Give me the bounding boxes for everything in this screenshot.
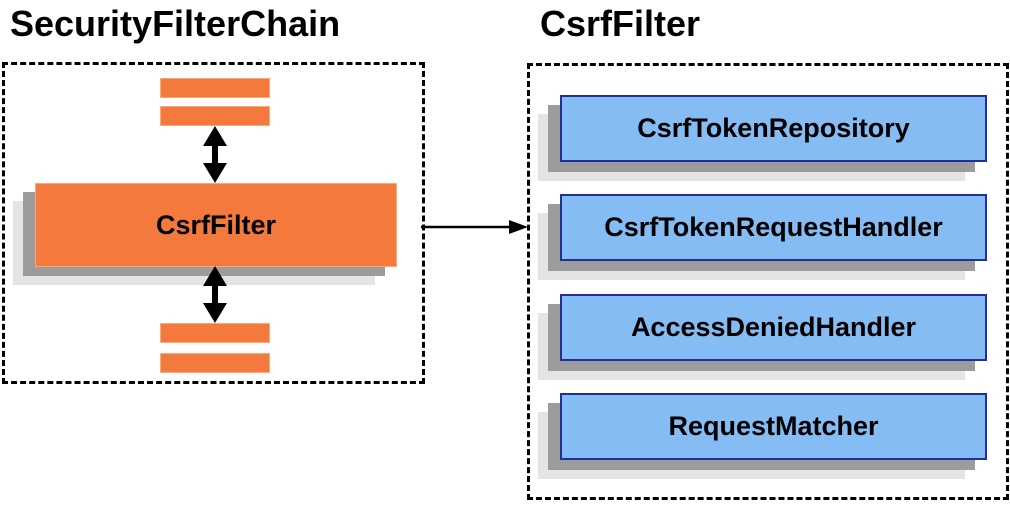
component-box: AccessDeniedHandler — [560, 294, 987, 361]
filter-bar — [160, 323, 270, 343]
up-down-arrow-icon — [203, 266, 227, 323]
csrf-filter-components-panel — [527, 63, 1009, 500]
csrf-filter-box: CsrfFilter — [35, 183, 397, 267]
right-arrow-icon — [421, 220, 528, 234]
security-filter-chain-panel — [2, 62, 425, 384]
component-label: AccessDeniedHandler — [630, 312, 917, 342]
component-label: CsrfTokenRequestHandler — [604, 212, 943, 242]
filter-bar — [160, 106, 270, 126]
component-label: RequestMatcher — [668, 411, 879, 441]
left-panel-title: SecurityFilterChain — [10, 3, 341, 44]
component-label: CsrfTokenRepository — [637, 113, 910, 143]
component-box: CsrfTokenRequestHandler — [560, 194, 987, 261]
csrf-filter-box-label: CsrfFilter — [155, 209, 277, 240]
right-panel-title: CsrfFilter — [540, 3, 701, 44]
up-down-arrow-icon — [203, 126, 227, 183]
filter-bar — [160, 78, 270, 98]
filter-bar — [160, 353, 270, 373]
component-box: RequestMatcher — [560, 393, 987, 460]
component-box: CsrfTokenRepository — [560, 95, 987, 162]
